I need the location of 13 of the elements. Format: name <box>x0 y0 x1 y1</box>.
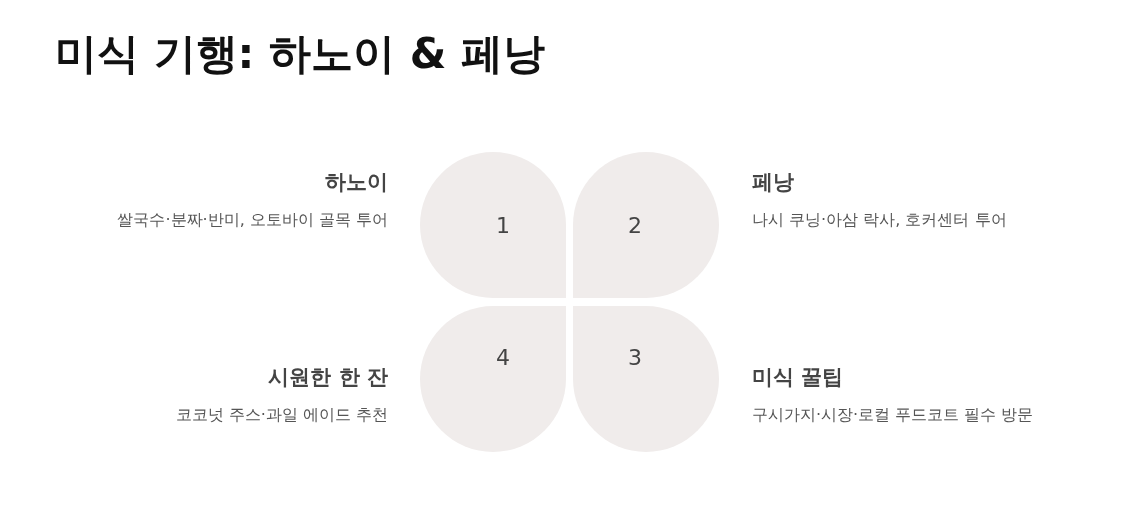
title: 미식 기행: 하노이 & 페낭 <box>55 28 545 80</box>
description: 코코넛 주스·과일 에이드 추천 <box>175 405 388 426</box>
description: 나시 쿠닝·아삼 락사, 호커센터 투어 <box>752 210 1007 231</box>
description: 구시가지·시장·로컬 푸드코트 필수 방문 <box>752 405 1034 426</box>
heading: 하노이 <box>325 169 388 196</box>
step-number: 2 <box>628 215 642 237</box>
heading: 시원한 한 잔 <box>268 364 388 391</box>
description: 쌀국수·분짜·반미, 오토바이 골목 투어 <box>117 210 388 231</box>
step-number: 1 <box>496 215 510 237</box>
heading: 페낭 <box>752 169 794 196</box>
step-number: 3 <box>628 347 642 369</box>
heading: 미식 꿀팁 <box>752 364 844 391</box>
step-number: 4 <box>496 347 510 369</box>
